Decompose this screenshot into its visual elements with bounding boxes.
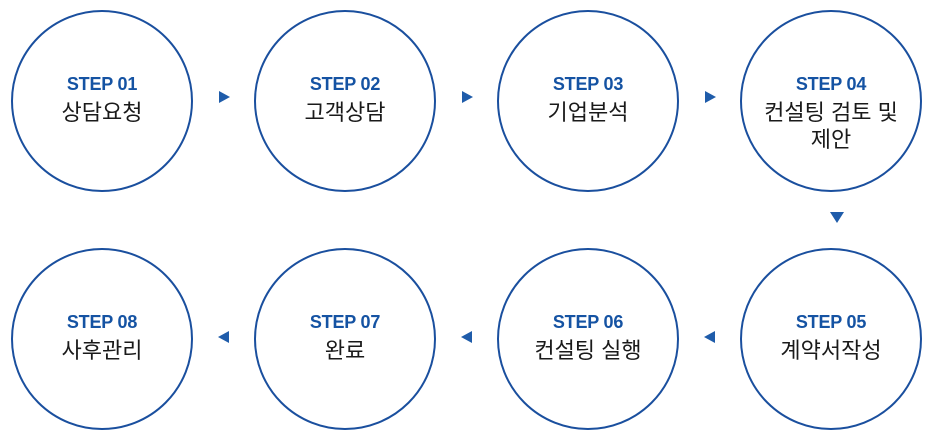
step-circle-04: STEP 04 컨설팅 검토 및 제안 (740, 10, 922, 192)
step-label: 기업분석 (547, 100, 629, 125)
arrow-right-icon (219, 91, 230, 103)
step-label: 계약서작성 (780, 338, 882, 363)
step-circle-01: STEP 01 상담요청 (11, 10, 193, 192)
step-label: 컨설팅 검토 및 제안 (764, 100, 898, 152)
arrow-left-icon (704, 331, 715, 343)
step-number: STEP 05 (795, 312, 867, 332)
arrow-right-icon (705, 91, 716, 103)
step-number: STEP 06 (552, 312, 624, 332)
step-circle-02: STEP 02 고객상담 (254, 10, 436, 192)
arrow-left-icon (461, 331, 472, 343)
step-circle-07: STEP 07 완료 (254, 248, 436, 430)
step-number: STEP 01 (66, 74, 138, 94)
step-label: 상담요청 (61, 100, 143, 125)
step-circle-05: STEP 05 계약서작성 (740, 248, 922, 430)
step-label: 완료 (324, 338, 366, 363)
step-number: STEP 07 (309, 312, 381, 332)
step-circle-03: STEP 03 기업분석 (497, 10, 679, 192)
step-circle-06: STEP 06 컨설팅 실행 (497, 248, 679, 430)
arrow-right-icon (462, 91, 473, 103)
step-label: 사후관리 (61, 338, 143, 363)
step-number: STEP 03 (552, 74, 624, 94)
arrow-left-icon (218, 331, 229, 343)
step-circle-08: STEP 08 사후관리 (11, 248, 193, 430)
step-label: 고객상담 (304, 100, 386, 125)
step-label: 컨설팅 실행 (534, 338, 642, 363)
step-number: STEP 08 (66, 312, 138, 332)
step-number: STEP 04 (795, 74, 867, 94)
arrow-down-icon (830, 212, 844, 223)
step-number: STEP 02 (309, 74, 381, 94)
